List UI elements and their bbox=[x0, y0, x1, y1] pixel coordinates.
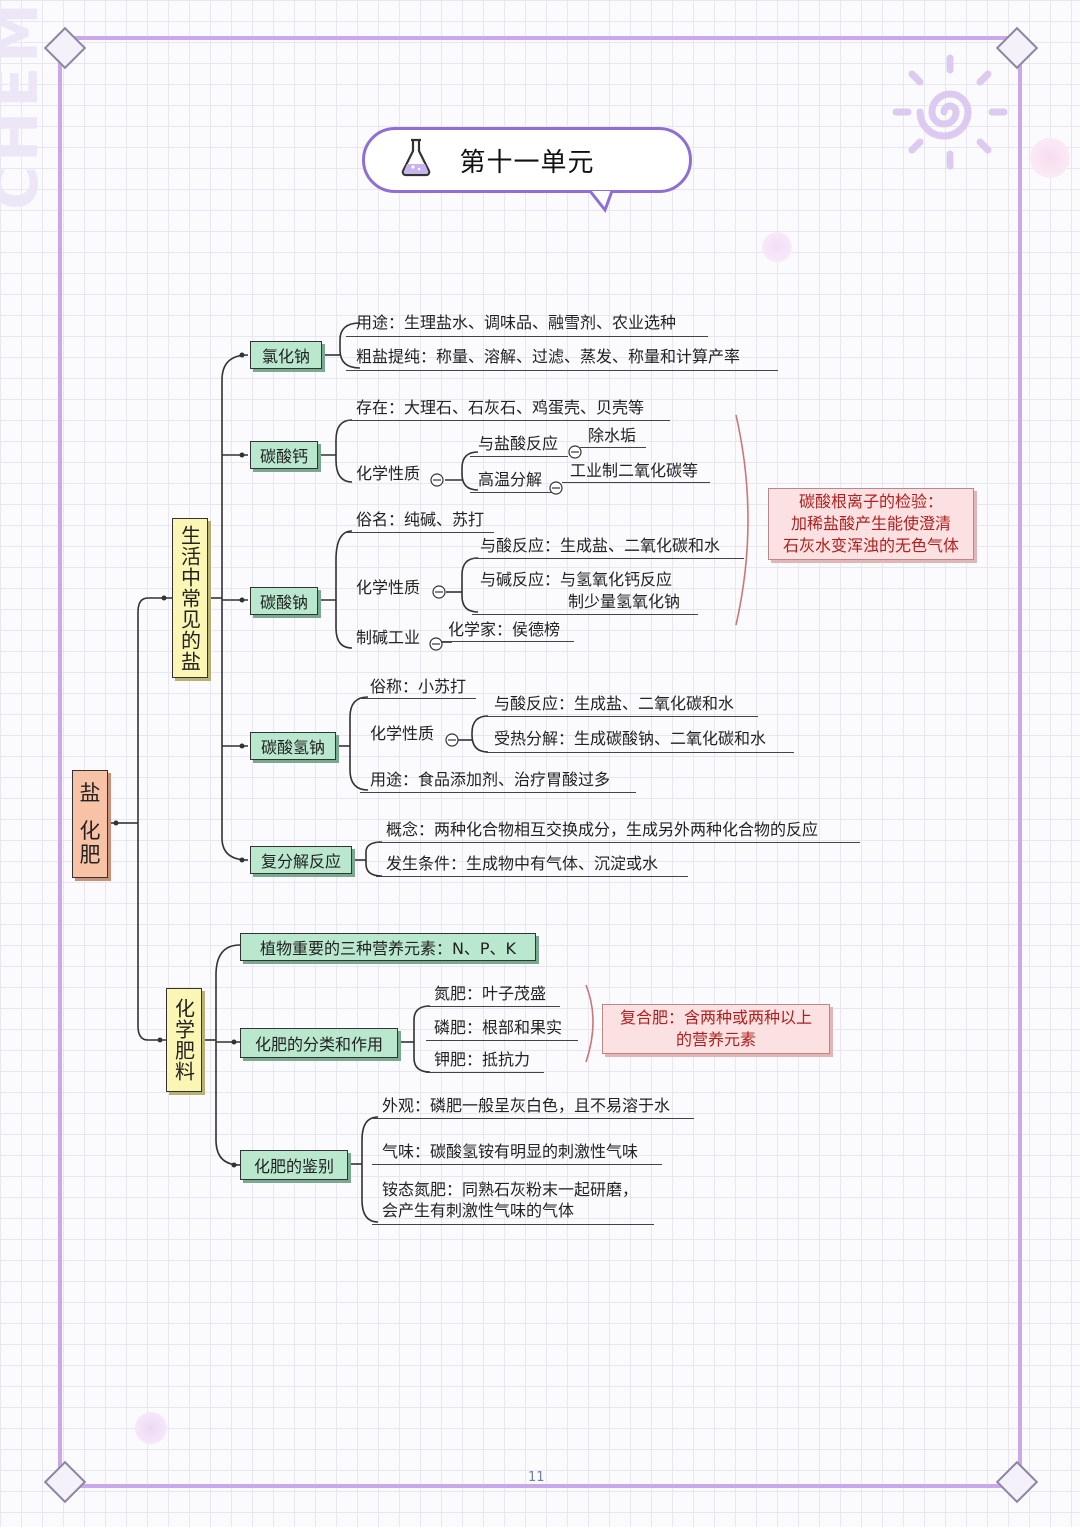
underline bbox=[372, 1164, 662, 1165]
carbonate-test-note: 碳酸根离子的检验： 加稀盐酸产生能使澄清 石灰水变浑浊的无色气体 bbox=[768, 488, 974, 560]
underline bbox=[426, 1040, 578, 1041]
root-char-2: 化 bbox=[80, 819, 101, 843]
node-caco3: 碳酸钙 bbox=[250, 441, 318, 469]
na2co3-chemist: 化学家：侯德榜 bbox=[448, 620, 560, 640]
classify-k: 钾肥：抵抗力 bbox=[434, 1050, 530, 1070]
node-nahco3: 碳酸氢钠 bbox=[250, 732, 336, 760]
underline bbox=[346, 336, 708, 337]
caco3-acid-use: 除水垢 bbox=[588, 426, 636, 446]
page-number: 11 bbox=[528, 1468, 545, 1488]
caco3-heat: 高温分解 bbox=[478, 470, 542, 490]
node-nacl: 氯化钠 bbox=[250, 341, 322, 369]
carbonate-test-line3: 石灰水变浑浊的无色气体 bbox=[769, 535, 973, 557]
underline bbox=[376, 842, 860, 843]
underline bbox=[562, 482, 710, 483]
nahco3-use: 用途：食品添加剂、治疗胃酸过多 bbox=[370, 770, 610, 790]
double-condition: 发生条件：生成物中有气体、沉淀或水 bbox=[386, 854, 658, 874]
na2co3-base2: 制少量氢氧化钠 bbox=[568, 592, 680, 612]
caco3-exist: 存在：大理石、石灰石、鸡蛋壳、贝壳等 bbox=[356, 398, 644, 418]
underline bbox=[372, 1224, 654, 1225]
underline bbox=[426, 1006, 560, 1007]
nacl-purify: 粗盐提纯：称量、溶解、过滤、蒸发、称量和计算产率 bbox=[356, 347, 740, 367]
underline bbox=[372, 1118, 694, 1119]
classify-n: 氮肥：叶子茂盛 bbox=[434, 984, 546, 1004]
node-double-decomposition: 复分解反应 bbox=[250, 846, 352, 874]
node-classify: 化肥的分类和作用 bbox=[240, 1028, 398, 1058]
underline bbox=[360, 792, 636, 793]
underline bbox=[376, 876, 688, 877]
na2co3-chem: 化学性质 bbox=[356, 578, 420, 598]
identify-ammonium-1: 铵态氮肥：同熟石灰粉末一起研磨， bbox=[382, 1180, 638, 1200]
caco3-chem: 化学性质 bbox=[356, 464, 420, 484]
caco3-acid: 与盐酸反应 bbox=[478, 434, 558, 454]
underline bbox=[470, 456, 568, 457]
compound-line2: 的营养元素 bbox=[603, 1029, 829, 1051]
underline bbox=[442, 641, 574, 642]
compound-fertilizer-note: 复合肥：含两种或两种以上 的营养元素 bbox=[602, 1004, 830, 1054]
compound-line1: 复合肥：含两种或两种以上 bbox=[603, 1007, 829, 1029]
root-node: 盐 化 肥 bbox=[72, 770, 108, 878]
na2co3-industry: 制碱工业 bbox=[356, 628, 420, 648]
underline bbox=[346, 532, 494, 533]
underline bbox=[472, 614, 698, 615]
branch-salts: 生活中常见的盐 bbox=[172, 518, 208, 678]
node-identify: 化肥的鉴别 bbox=[240, 1150, 348, 1180]
na2co3-alias: 俗名：纯碱、苏打 bbox=[356, 510, 484, 530]
nacl-use: 用途：生理盐水、调味品、融雪剂、农业选种 bbox=[356, 313, 676, 333]
underline bbox=[486, 752, 794, 753]
double-concept: 概念：两种化合物相互交换成分，生成另外两种化合物的反应 bbox=[386, 820, 818, 840]
na2co3-acid: 与酸反应：生成盐、二氧化碳和水 bbox=[480, 536, 720, 556]
underline bbox=[426, 1072, 544, 1073]
root-char-1: 盐 bbox=[80, 781, 101, 805]
underline bbox=[346, 420, 670, 421]
branch-fertilizer: 化学肥料 bbox=[166, 988, 202, 1092]
nahco3-chem: 化学性质 bbox=[370, 724, 434, 744]
carbonate-test-line2: 加稀盐酸产生能使澄清 bbox=[769, 513, 973, 535]
underline bbox=[472, 558, 744, 559]
node-na2co3: 碳酸钠 bbox=[250, 587, 318, 615]
identify-ammonium-2: 会产生有刺激性气味的气体 bbox=[382, 1201, 574, 1221]
carbonate-test-line1: 碳酸根离子的检验： bbox=[769, 491, 973, 513]
underline bbox=[470, 492, 552, 493]
root-char-3: 肥 bbox=[80, 843, 101, 867]
underline bbox=[486, 716, 758, 717]
nahco3-heat: 受热分解：生成碳酸钠、二氧化碳和水 bbox=[494, 729, 766, 749]
underline bbox=[346, 370, 778, 371]
classify-p: 磷肥：根部和果实 bbox=[434, 1018, 562, 1038]
nahco3-acid: 与酸反应：生成盐、二氧化碳和水 bbox=[494, 694, 734, 714]
underline bbox=[580, 447, 646, 448]
identify-look: 外观：磷肥一般呈灰白色，且不易溶于水 bbox=[382, 1096, 670, 1116]
caco3-heat-use: 工业制二氧化碳等 bbox=[570, 461, 698, 481]
underline bbox=[360, 698, 476, 699]
node-nutrients: 植物重要的三种营养元素：N、P、K bbox=[240, 933, 536, 961]
na2co3-base1: 与碱反应：与氢氧化钙反应 bbox=[480, 570, 672, 590]
identify-smell: 气味：碳酸氢铵有明显的刺激性气味 bbox=[382, 1142, 638, 1162]
nahco3-alias: 俗称：小苏打 bbox=[370, 677, 466, 697]
